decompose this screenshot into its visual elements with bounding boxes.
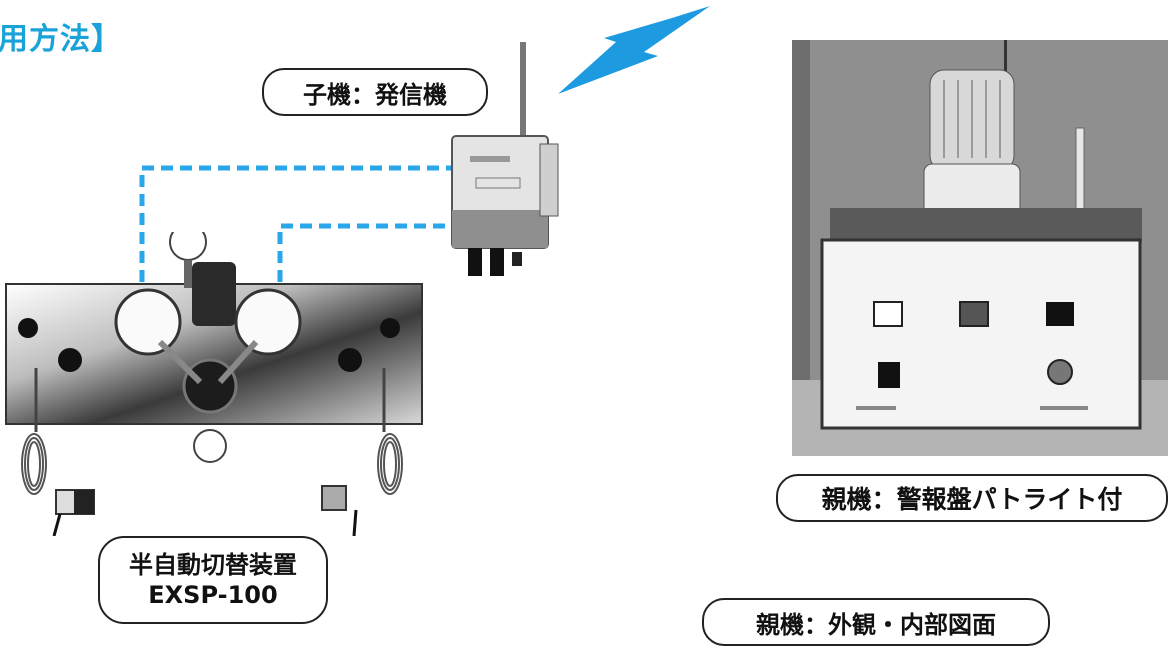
connection-lines <box>139 165 452 282</box>
master-unit-photo <box>792 40 1168 456</box>
switching-panel-device <box>5 232 423 536</box>
master-appearance-label: 親機：外観・内部図面 <box>702 598 1050 646</box>
device-label-model: EXSP-100 <box>148 581 278 609</box>
transmitter-label: 子機：発信機 <box>262 68 488 116</box>
transmitter-device <box>451 42 559 276</box>
wireless-signal-icon <box>558 6 710 94</box>
section-heading: 用方法】 <box>0 22 122 57</box>
device-label: 半自動切替装置 EXSP-100 <box>98 536 328 624</box>
master-unit-label: 親機：警報盤パトライト付 <box>776 474 1168 522</box>
device-label-name: 半自動切替装置 <box>129 551 297 579</box>
